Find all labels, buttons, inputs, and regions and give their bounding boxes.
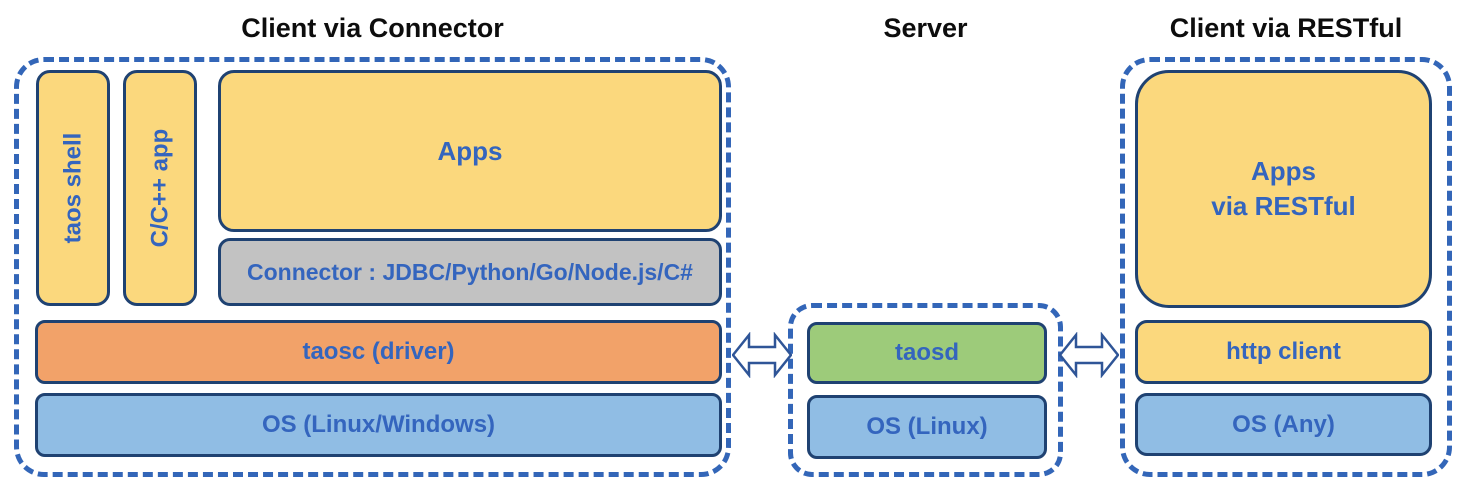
double-arrow-icon-left bbox=[732, 332, 792, 378]
os-linux-windows-box: OS (Linux/Windows) bbox=[35, 393, 722, 457]
double-arrow-icon-right bbox=[1059, 332, 1119, 378]
taos-shell-label: taos shell bbox=[59, 132, 86, 244]
connector-label: Connector : JDBC/Python/Go/Node.js/C# bbox=[247, 258, 693, 285]
os-any-label: OS (Any) bbox=[1232, 410, 1335, 438]
title-client-via-connector: Client via Connector bbox=[241, 13, 504, 43]
http-client-label: http client bbox=[1226, 338, 1341, 365]
taosd-label: taosd bbox=[894, 339, 959, 366]
os-linux-windows-label: OS (Linux/Windows) bbox=[261, 411, 496, 438]
client-restful-group-border bbox=[1120, 57, 1452, 477]
connector-box: Connector : JDBC/Python/Go/Node.js/C# bbox=[218, 238, 722, 306]
apps-label: Apps bbox=[437, 135, 503, 166]
server-group-border bbox=[788, 303, 1063, 477]
http-client-box: http client bbox=[1135, 320, 1432, 384]
title-client-via-restful: Client via RESTful bbox=[1169, 13, 1403, 43]
taosc-driver-box: taosc (driver) bbox=[35, 320, 722, 384]
cpp-app-box: C/C++ app bbox=[123, 70, 197, 306]
os-linux-label: OS (Linux) bbox=[866, 413, 988, 440]
cpp-app-label: C/C++ app bbox=[146, 128, 174, 248]
os-linux-box: OS (Linux) bbox=[807, 395, 1047, 459]
apps-box: Apps bbox=[218, 70, 722, 232]
apps-via-restful-box: Apps via RESTful bbox=[1135, 70, 1432, 308]
taosd-box: taosd bbox=[807, 322, 1047, 384]
taos-shell-box: taos shell bbox=[36, 70, 110, 306]
apps-via-restful-label: Apps via RESTful bbox=[1211, 155, 1356, 221]
title-server: Server bbox=[883, 13, 968, 43]
client-connector-group-border bbox=[14, 57, 731, 477]
os-any-box: OS (Any) bbox=[1135, 393, 1432, 456]
taosc-driver-label: taosc (driver) bbox=[302, 338, 455, 365]
